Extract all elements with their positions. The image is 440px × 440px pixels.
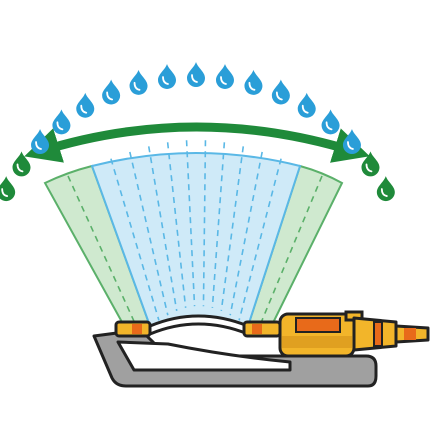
water-drop-highlight (347, 141, 354, 150)
tube-joint-left-accent (132, 324, 142, 334)
water-drop-blue (271, 79, 290, 105)
spray-dash-blue (147, 146, 178, 312)
spray-dash-lines (67, 140, 323, 331)
water-drop-highlight (56, 121, 64, 131)
water-drop-highlight (301, 104, 309, 114)
water-drop-highlight (162, 76, 169, 85)
water-drop-blue (102, 79, 121, 105)
water-drop-highlight (16, 163, 24, 173)
water-drop-blue (187, 62, 205, 87)
water-drop-blue (158, 63, 177, 89)
spray-dash-blue (238, 158, 282, 321)
water-drop-blue (129, 69, 148, 95)
water-drop-blue (321, 109, 340, 135)
spray-dash-blue (202, 140, 207, 307)
water-drop-highlight (106, 91, 114, 101)
water-drop-highlight (380, 188, 388, 197)
water-drops (0, 62, 395, 202)
spray-dash-blue (129, 151, 169, 316)
water-drop-highlight (35, 141, 42, 150)
motor-shade (282, 336, 352, 348)
spray-dash-blue (185, 140, 196, 307)
spray-dash-blue (220, 146, 245, 311)
oscillation-arrow (24, 122, 370, 163)
connector-tip-stripe (404, 328, 416, 340)
water-drop-highlight (1, 188, 9, 197)
water-drop-blue (52, 109, 71, 135)
water-drop-blue (76, 92, 95, 118)
water-drop-highlight (275, 91, 283, 101)
spray-fan (43, 140, 344, 335)
water-drop-highlight (325, 121, 333, 131)
water-drop-highlight (133, 81, 141, 91)
spray-dash-blue (229, 151, 263, 316)
water-drop-blue (215, 63, 234, 89)
water-drop-highlight (365, 163, 373, 173)
spray-dash-green (257, 175, 323, 331)
spray-dash-blue (166, 142, 187, 308)
water-drop-highlight (248, 81, 256, 91)
water-drop-highlight (191, 74, 198, 83)
connector-ring (373, 321, 383, 347)
water-drop-blue (297, 92, 316, 118)
spray-dash-blue (211, 142, 226, 308)
water-drop-blue (244, 69, 263, 95)
motor-band (295, 317, 341, 333)
water-drop-green (12, 151, 31, 177)
water-drop-blue (31, 129, 50, 155)
water-drop-green (361, 151, 380, 177)
sprinkler-device (92, 310, 430, 388)
water-drop-highlight (80, 104, 88, 114)
tube-joint-right-accent (252, 324, 262, 334)
water-drop-highlight (220, 76, 227, 85)
water-drop-green (376, 176, 395, 202)
water-drop-blue (342, 129, 361, 155)
sprinkler-base-inner (116, 340, 292, 372)
